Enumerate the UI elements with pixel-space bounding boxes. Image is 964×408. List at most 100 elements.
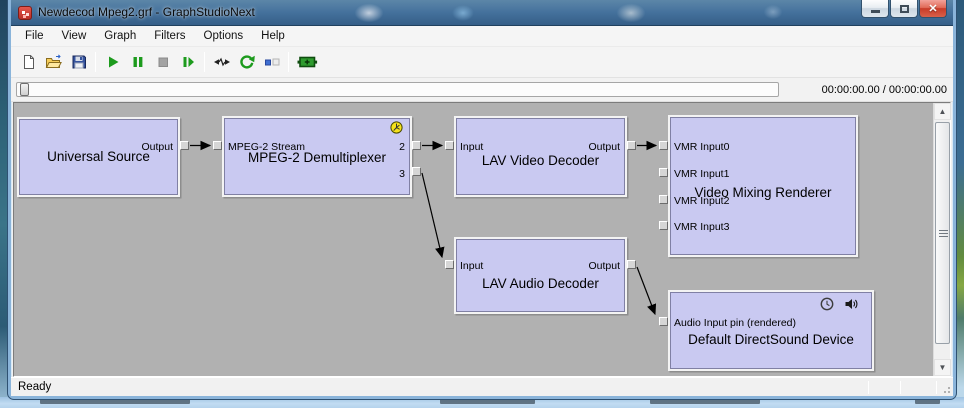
vertical-scrollbar[interactable]: ▲ ▼	[933, 103, 951, 376]
minimize-icon	[870, 10, 880, 13]
minimize-button[interactable]	[861, 0, 889, 18]
scroll-up-button[interactable]: ▲	[934, 103, 951, 120]
play-button[interactable]	[100, 50, 125, 74]
connect-pins-button[interactable]	[209, 50, 234, 74]
toolbar	[11, 47, 953, 78]
filter-name: LAV Video Decoder	[481, 153, 600, 168]
filter-name: MPEG-2 Demultiplexer	[247, 150, 387, 165]
pin-vmr-input1[interactable]	[659, 168, 668, 177]
statusbar: Ready	[11, 377, 953, 396]
menu-options[interactable]: Options	[203, 30, 244, 42]
filter-name: Universal Source	[47, 149, 150, 164]
close-icon: ✕	[928, 2, 938, 15]
filter-mpeg2-demultiplexer[interactable]: MPEG-2 Stream 2 3 MPEG-2 Demultiplexer	[222, 116, 412, 197]
filter-name: Video Mixing Renderer	[694, 185, 832, 200]
connection-audio-to-directsound	[636, 266, 657, 316]
pin-label: VMR Input0	[674, 141, 730, 153]
refresh-graph-button[interactable]	[234, 50, 259, 74]
pin-label: Output	[141, 141, 173, 153]
maximize-button[interactable]	[890, 0, 918, 18]
speaker-icon	[845, 299, 858, 309]
titlebar[interactable]: Newdecod Mpeg2.grf - GraphStudioNext ✕	[11, 0, 953, 26]
filter-video-mixing-renderer[interactable]: VMR Input0 VMR Input1 VMR Input2 VMR Inp…	[668, 115, 858, 257]
playback-time: 00:00:00.00 / 00:00:00.00	[821, 83, 947, 96]
insert-filter-button[interactable]	[293, 50, 321, 74]
menu-graph[interactable]: Graph	[104, 30, 137, 42]
pin-universal-source-output[interactable]	[180, 141, 189, 150]
new-file-button[interactable]	[16, 50, 41, 74]
pin-vmr-input2[interactable]	[659, 195, 668, 204]
menu-help[interactable]: Help	[261, 30, 285, 42]
background-text-block	[915, 399, 940, 404]
scroll-down-button[interactable]: ▼	[934, 359, 951, 376]
pin-label: VMR Input3	[674, 221, 730, 233]
pin-label: Audio Input pin (rendered)	[674, 317, 796, 329]
connection-demux-to-audio	[421, 172, 445, 259]
filter-universal-source[interactable]: Output Universal Source	[17, 117, 180, 197]
background-window-strip	[0, 397, 964, 408]
pin-demux-output-3[interactable]	[412, 167, 421, 176]
status-text: Ready	[18, 381, 52, 393]
app-window: Newdecod Mpeg2.grf - GraphStudioNext ✕ F…	[8, 0, 956, 399]
menu-filters[interactable]: Filters	[154, 30, 186, 42]
pin-label: Input	[460, 260, 484, 272]
save-file-icon	[72, 55, 86, 69]
pin-label: VMR Input1	[674, 168, 730, 180]
open-file-icon	[45, 54, 62, 68]
filter-lav-video-decoder[interactable]: Input Output LAV Video Decoder	[454, 116, 627, 197]
seek-slider-thumb[interactable]	[20, 83, 29, 96]
disconnect-button[interactable]	[259, 50, 284, 74]
pin-lav-video-input[interactable]	[445, 141, 454, 150]
pin-lav-audio-input[interactable]	[445, 260, 454, 269]
resize-grip[interactable]	[940, 383, 951, 394]
pause-button[interactable]	[125, 50, 150, 74]
toolbar-separator	[204, 52, 205, 72]
graph-area[interactable]: Output Universal Source MPEG-2 Stream 2 …	[14, 103, 933, 376]
refresh-graph-icon	[240, 55, 255, 69]
filter-default-directsound-device[interactable]: Audio Input pin (rendered) Default Direc…	[668, 290, 874, 371]
play-icon	[108, 56, 118, 68]
pin-vmr-input3[interactable]	[659, 221, 668, 230]
stop-button[interactable]	[150, 50, 175, 74]
menu-view[interactable]: View	[61, 30, 87, 42]
save-file-button[interactable]	[66, 50, 91, 74]
pin-directsound-input[interactable]	[659, 317, 668, 326]
background-text-block	[440, 399, 535, 404]
pin-lav-audio-output[interactable]	[627, 260, 636, 269]
menubar: File View Graph Filters Options Help	[11, 26, 953, 47]
step-one-frame-button[interactable]	[175, 50, 200, 74]
pin-lav-video-output[interactable]	[627, 141, 636, 150]
background-text-block	[40, 399, 190, 404]
pin-vmr-input0[interactable]	[659, 141, 668, 150]
seek-slider[interactable]	[16, 82, 779, 97]
toolbar-separator	[288, 52, 289, 72]
status-separator	[936, 381, 937, 394]
open-file-button[interactable]	[41, 50, 66, 74]
stop-icon	[158, 57, 168, 67]
desktop-edge-left	[0, 0, 9, 408]
step-one-frame-icon	[183, 57, 194, 67]
toolbar-separator	[95, 52, 96, 72]
pin-label: VMR Input2	[674, 195, 730, 207]
status-separator	[900, 381, 901, 394]
filter-name: LAV Audio Decoder	[482, 276, 599, 291]
graph-canvas[interactable]: Output Universal Source MPEG-2 Stream 2 …	[13, 102, 951, 377]
pin-label: Output	[588, 260, 620, 272]
filter-lav-audio-decoder[interactable]: Input Output LAV Audio Decoder	[454, 237, 627, 314]
pause-icon	[133, 57, 142, 67]
pin-demux-output-2[interactable]	[412, 141, 421, 150]
disconnect-icon	[264, 58, 279, 66]
connect-pins-icon	[213, 57, 230, 67]
status-separator	[868, 381, 869, 394]
pin-label: 3	[399, 168, 405, 180]
scrollbar-thumb[interactable]	[935, 122, 950, 344]
pin-label: 2	[399, 141, 405, 153]
pin-label: Input	[460, 141, 484, 153]
menu-file[interactable]: File	[25, 30, 44, 42]
pin-demux-input[interactable]	[213, 141, 222, 150]
insert-filter-icon	[297, 56, 317, 68]
app-icon	[18, 6, 32, 20]
new-file-icon	[23, 55, 34, 69]
close-button[interactable]: ✕	[919, 0, 947, 18]
